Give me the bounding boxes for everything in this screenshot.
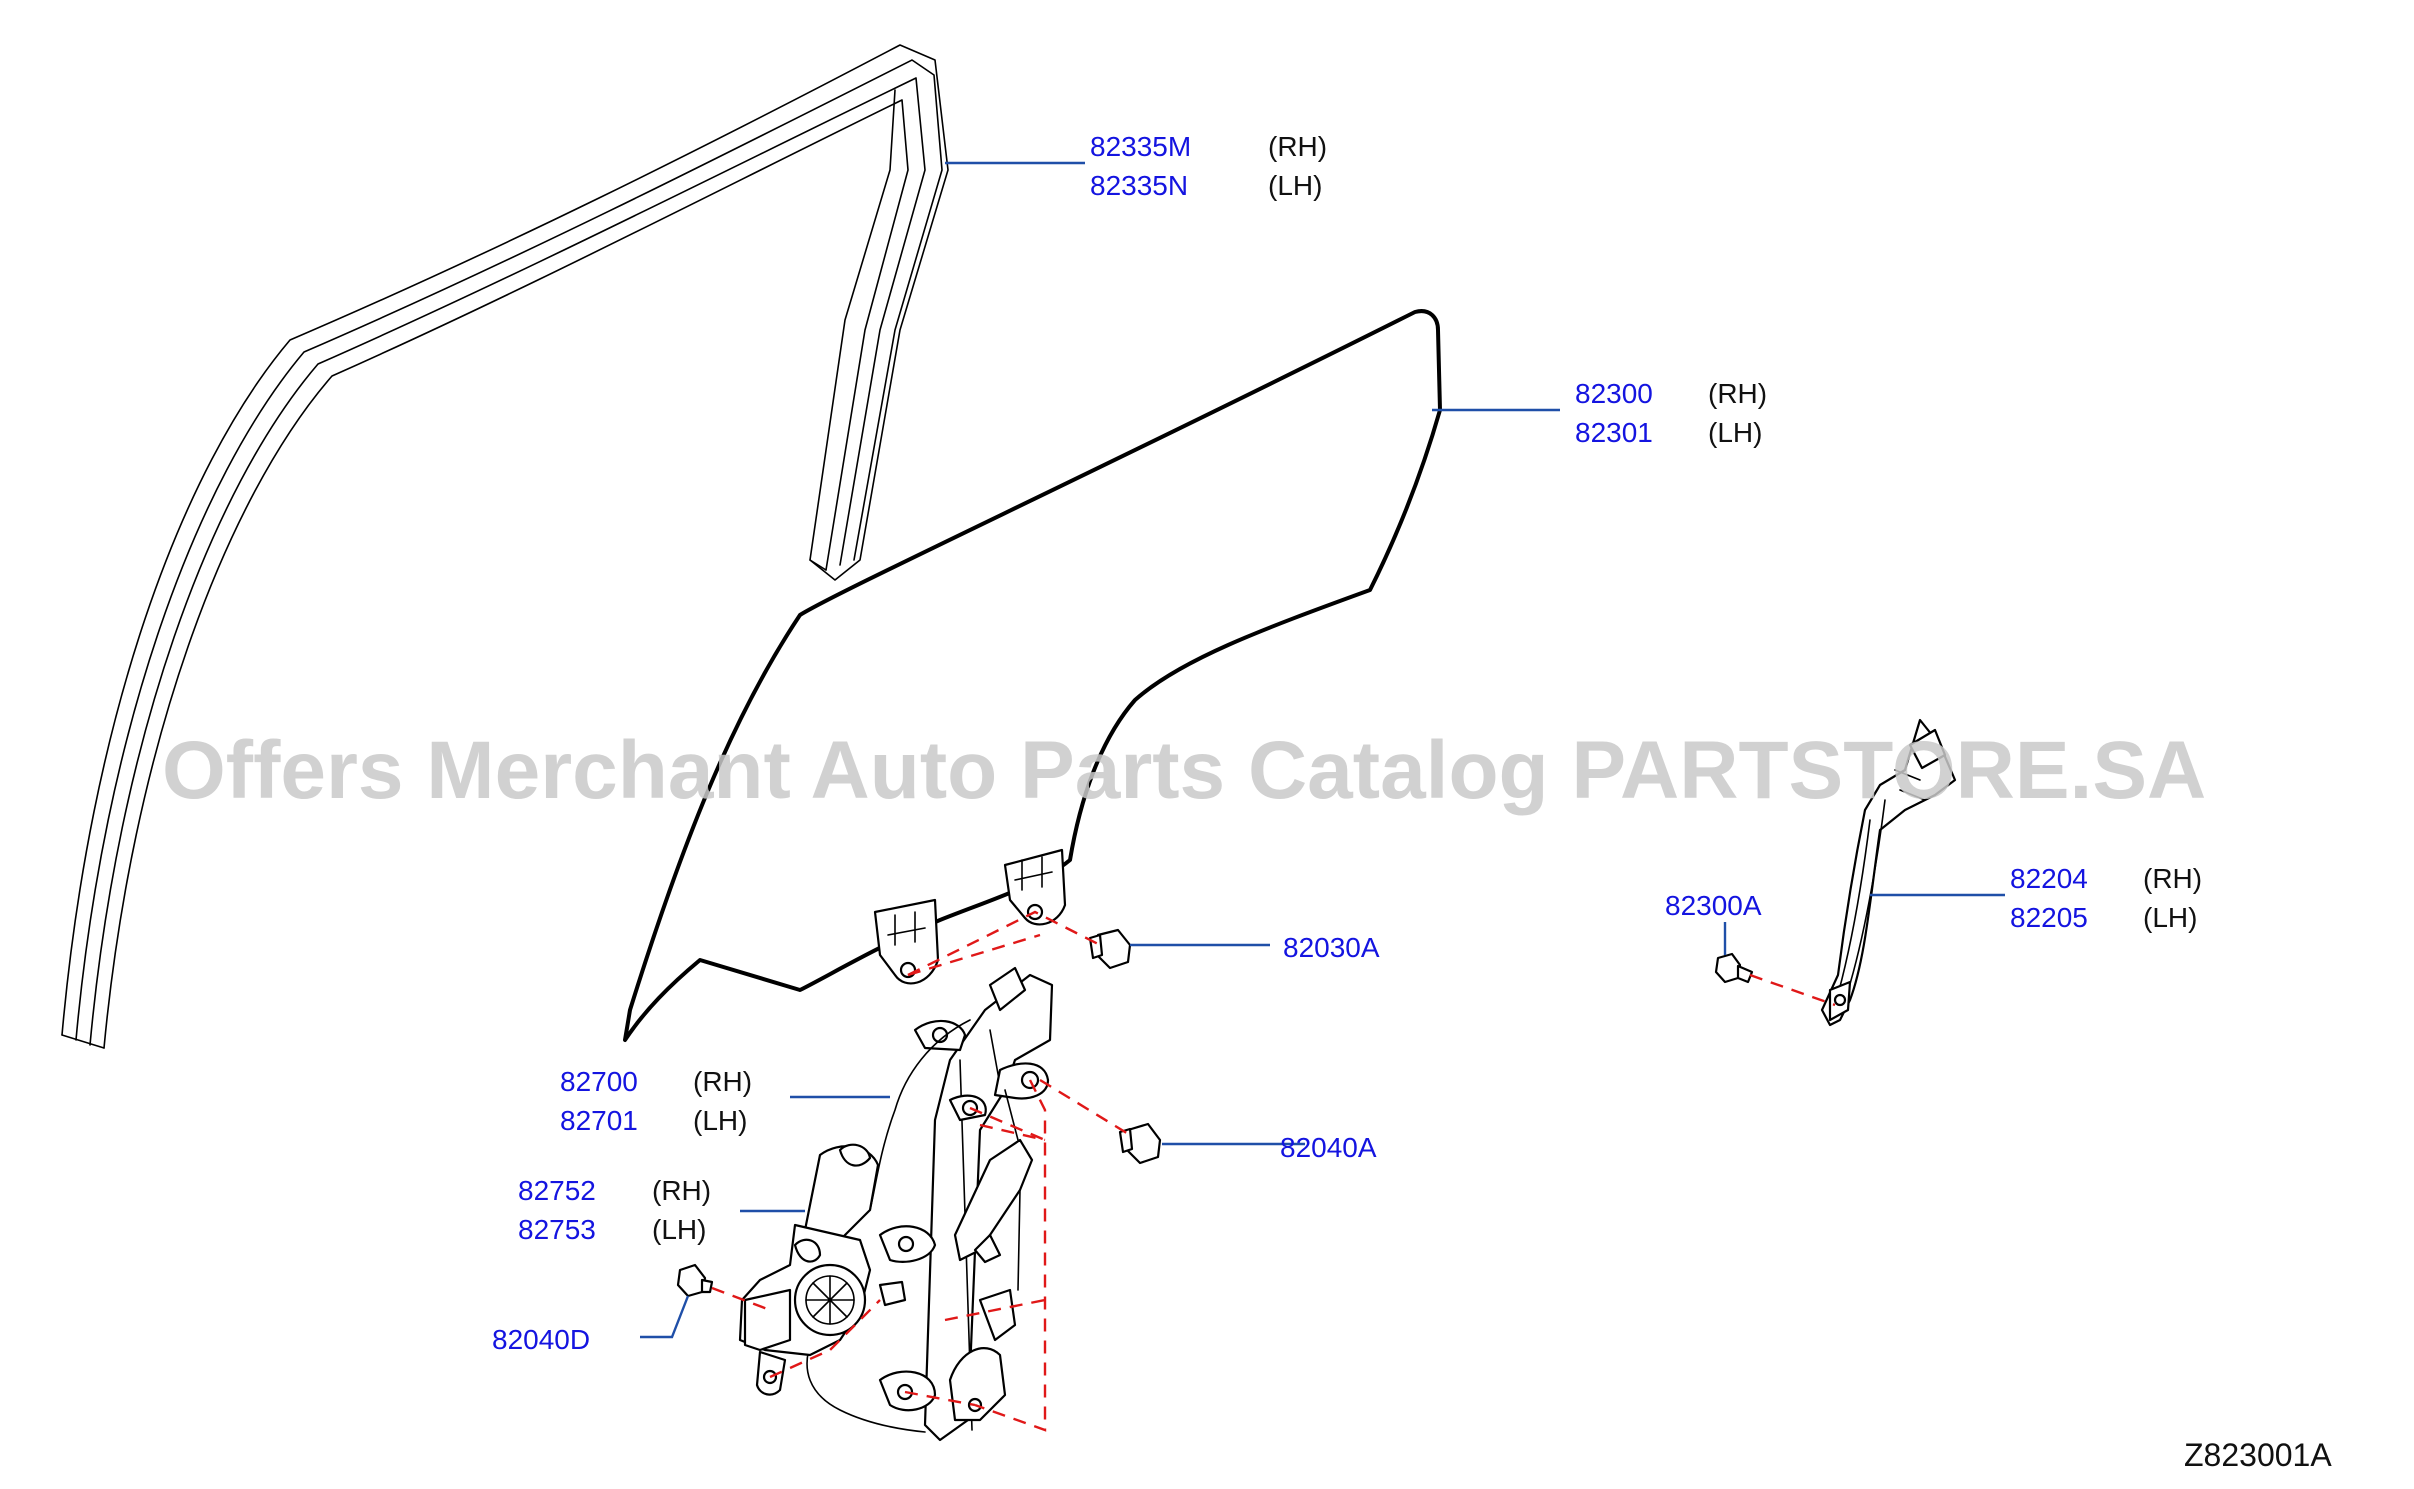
regulator-motor-drawing — [738, 1143, 907, 1396]
part-number-82040a[interactable]: 82040A — [1280, 1132, 1377, 1163]
part-number-82752[interactable]: 82752 — [518, 1175, 596, 1206]
rear-guide-rail-drawing — [1820, 718, 1957, 1027]
part-number-82700[interactable]: 82700 — [560, 1066, 638, 1097]
side-label-lh: (LH) — [652, 1214, 706, 1245]
door-glass-drawing — [623, 309, 1442, 1042]
callout-82300: 82300 (RH) 82301 (LH) — [1575, 378, 1767, 448]
screw-82300a-drawing — [1714, 952, 1754, 984]
side-label-rh: (RH) — [2143, 863, 2202, 894]
part-number-82335n[interactable]: 82335N — [1090, 170, 1188, 201]
diagram-code: Z823001A — [2184, 1437, 2332, 1473]
side-label-lh: (LH) — [2143, 902, 2197, 933]
callout-82040a: 82040A — [1280, 1132, 1377, 1163]
side-label-rh: (RH) — [1268, 131, 1327, 162]
window-regulator-drawing — [806, 966, 1054, 1442]
callout-82030a: 82030A — [1283, 932, 1380, 963]
part-number-82300a[interactable]: 82300A — [1665, 890, 1762, 921]
leader-line-82040d — [640, 1295, 690, 1339]
side-label-lh: (LH) — [1708, 417, 1762, 448]
side-label-rh: (RH) — [652, 1175, 711, 1206]
part-number-82040d[interactable]: 82040D — [492, 1324, 590, 1355]
part-number-82701[interactable]: 82701 — [560, 1105, 638, 1136]
side-label-rh: (RH) — [1708, 378, 1767, 409]
bolt-82040d-drawing — [676, 1263, 714, 1298]
callout-82040d: 82040D — [492, 1324, 590, 1355]
installation-guide-lines — [711, 910, 1836, 1432]
side-label-rh: (RH) — [693, 1066, 752, 1097]
side-label-lh: (LH) — [693, 1105, 747, 1136]
leader-lines — [640, 161, 2005, 1339]
callout-82204: 82204 (RH) 82205 (LH) — [2010, 863, 2202, 933]
part-number-82301[interactable]: 82301 — [1575, 417, 1653, 448]
bolt-82040a-drawing — [1118, 1122, 1162, 1165]
part-number-82335m[interactable]: 82335M — [1090, 131, 1191, 162]
callout-82752: 82752 (RH) 82753 (LH) — [518, 1175, 711, 1245]
part-number-82753[interactable]: 82753 — [518, 1214, 596, 1245]
glass-run-channel-drawing — [61, 44, 949, 1049]
part-number-82204[interactable]: 82204 — [2010, 863, 2088, 894]
callout-82700: 82700 (RH) 82701 (LH) — [560, 1066, 752, 1136]
part-number-82205[interactable]: 82205 — [2010, 902, 2088, 933]
part-number-82030a[interactable]: 82030A — [1283, 932, 1380, 963]
side-label-lh: (LH) — [1268, 170, 1322, 201]
watermark-text: Offers Merchant Auto Parts Catalog PARTS… — [162, 725, 2206, 816]
bolt-82030a-drawing — [1088, 928, 1132, 970]
part-number-82300[interactable]: 82300 — [1575, 378, 1653, 409]
callout-82335: 82335M (RH) 82335N (LH) — [1090, 131, 1327, 201]
callout-82300a: 82300A — [1665, 890, 1762, 921]
